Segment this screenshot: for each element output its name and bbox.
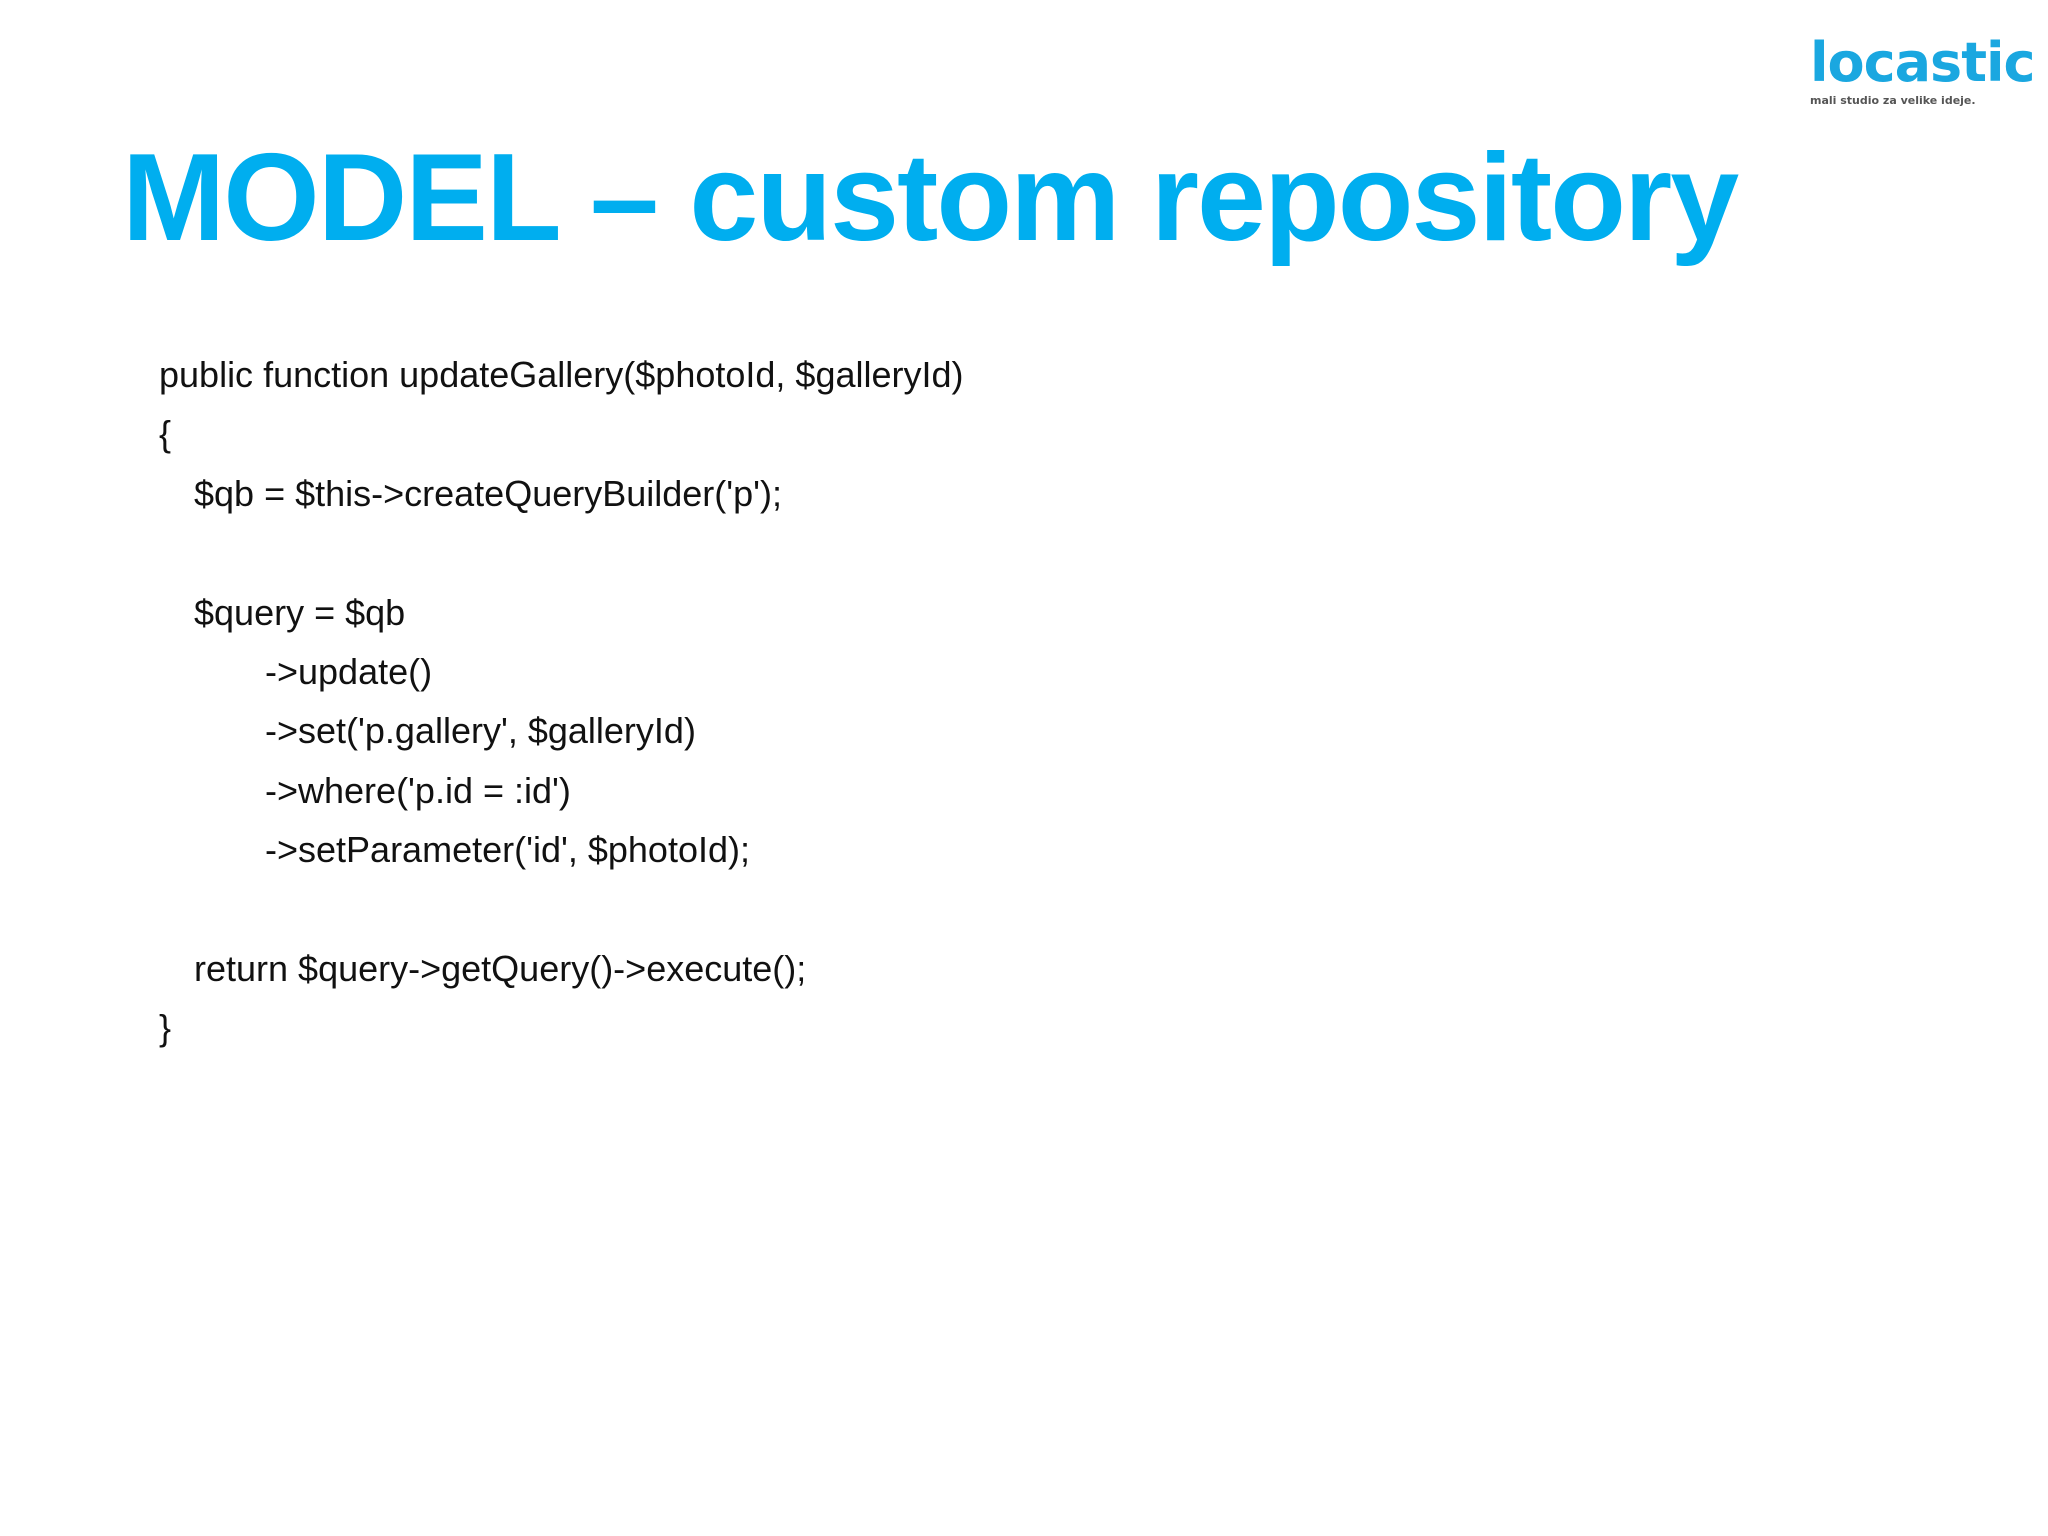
code-line: ->set('p.gallery', $galleryId) <box>265 710 696 752</box>
code-line: $qb = $this->createQueryBuilder('p'); <box>194 472 783 514</box>
code-line: ->where('p.id = :id') <box>265 769 571 811</box>
code-line: } <box>159 1007 172 1049</box>
code-block: public function updateGallery($photoId, … <box>159 345 964 1058</box>
code-line: return $query->getQuery()->execute(); <box>194 947 807 989</box>
code-line: { <box>159 413 172 455</box>
slide-title: MODEL – custom repository <box>122 129 1739 267</box>
code-line <box>159 880 964 939</box>
code-line: public function updateGallery($photoId, … <box>159 354 964 395</box>
locastic-logo: locastic mali studio za velike ideje. <box>1810 31 2036 108</box>
code-line: ->update() <box>265 650 433 692</box>
code-line <box>159 523 964 582</box>
logo-tagline: mali studio za velike ideje. <box>1810 94 1976 107</box>
logo-wordmark: locastic <box>1810 31 2036 94</box>
code-line: ->setParameter('id', $photoId); <box>265 829 750 871</box>
code-line: $query = $qb <box>194 591 406 633</box>
